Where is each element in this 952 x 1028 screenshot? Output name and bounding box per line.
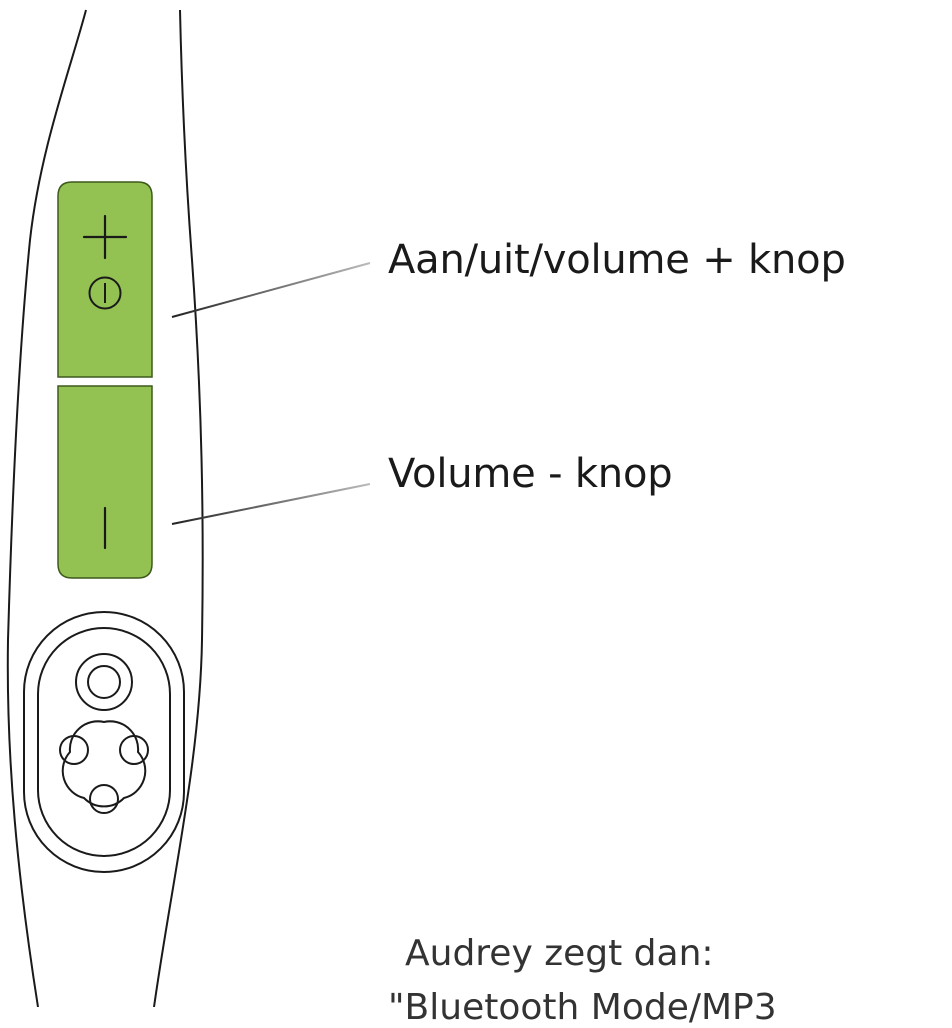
port-right-pin	[119, 735, 149, 765]
label-power-volume-up-button: Aan/uit/volume + knop	[388, 237, 846, 283]
note-line-2: "Bluetooth Mode/MP3	[388, 987, 777, 1028]
leader-lines	[171, 262, 371, 525]
label-volume-down-button: Volume - knop	[388, 451, 673, 497]
headphone-arm-diagram	[6, 9, 371, 1007]
port-bottom-pin	[89, 784, 119, 814]
arm-left-edge	[6, 9, 87, 1007]
volume-up-power-button[interactable]	[57, 181, 153, 378]
volume-down-button[interactable]	[57, 385, 153, 579]
port-top-pin-outer	[75, 653, 133, 711]
note-line-1: Audrey zegt dan:	[405, 933, 714, 974]
port-outer-housing	[23, 611, 185, 873]
plus-icon	[82, 214, 128, 260]
port-left-pin	[59, 735, 89, 765]
headphone-arm-body	[6, 9, 204, 1007]
leader-line-volume-down	[171, 483, 371, 525]
port-inner-housing	[37, 627, 171, 857]
port-trefoil	[61, 720, 147, 808]
power-icon	[88, 276, 122, 310]
port-top-pin-inner	[87, 665, 121, 699]
magnetic-charging-port-icon	[23, 611, 185, 873]
leader-line-power	[171, 262, 371, 318]
arm-right-edge	[153, 9, 204, 1007]
button-panel	[57, 181, 153, 579]
